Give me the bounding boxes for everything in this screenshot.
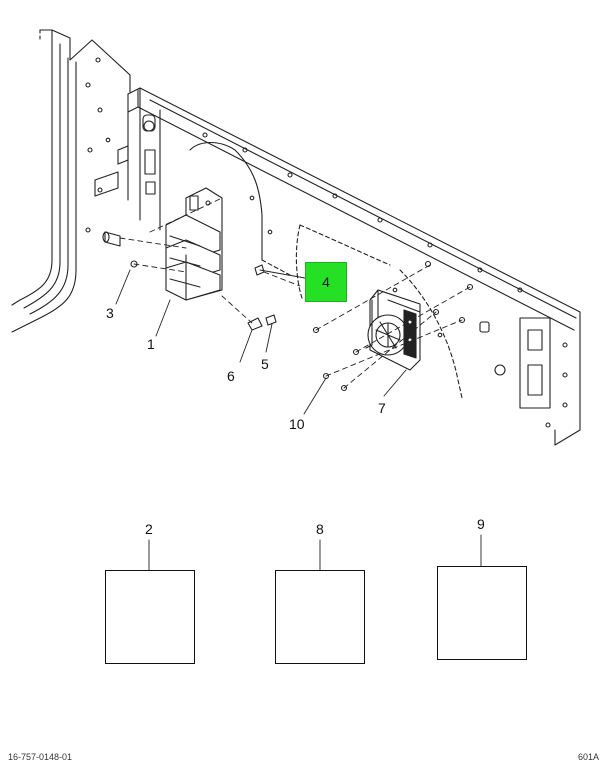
fasteners xyxy=(247,260,474,392)
part-2-inset-box[interactable] xyxy=(105,570,195,664)
part-9-inset-box[interactable] xyxy=(437,566,527,660)
leader-lines xyxy=(115,269,482,571)
back-wall-panel xyxy=(94,87,581,446)
footer-right-code: 601A xyxy=(578,752,600,762)
explosion-lines xyxy=(119,197,471,389)
callout-3: 3 xyxy=(106,305,114,321)
callout-8: 8 xyxy=(316,521,324,537)
callout-4: 4 xyxy=(322,274,330,290)
part-3-pin xyxy=(102,231,138,268)
callout-6: 6 xyxy=(227,368,235,384)
callout-4-highlight[interactable]: 4 xyxy=(305,262,347,302)
part-8-inset-box[interactable] xyxy=(275,570,365,664)
part-7-switch-assembly xyxy=(365,289,421,371)
callout-1: 1 xyxy=(147,336,155,352)
callout-5: 5 xyxy=(261,356,269,372)
callout-7: 7 xyxy=(378,400,386,416)
cab-side-panel xyxy=(11,29,131,333)
footer-left-code: 16-757-0148-01 xyxy=(8,752,73,762)
callout-9: 9 xyxy=(477,516,485,532)
part-1-bracket xyxy=(165,187,223,301)
callout-2: 2 xyxy=(145,521,153,537)
callout-10: 10 xyxy=(289,416,305,432)
